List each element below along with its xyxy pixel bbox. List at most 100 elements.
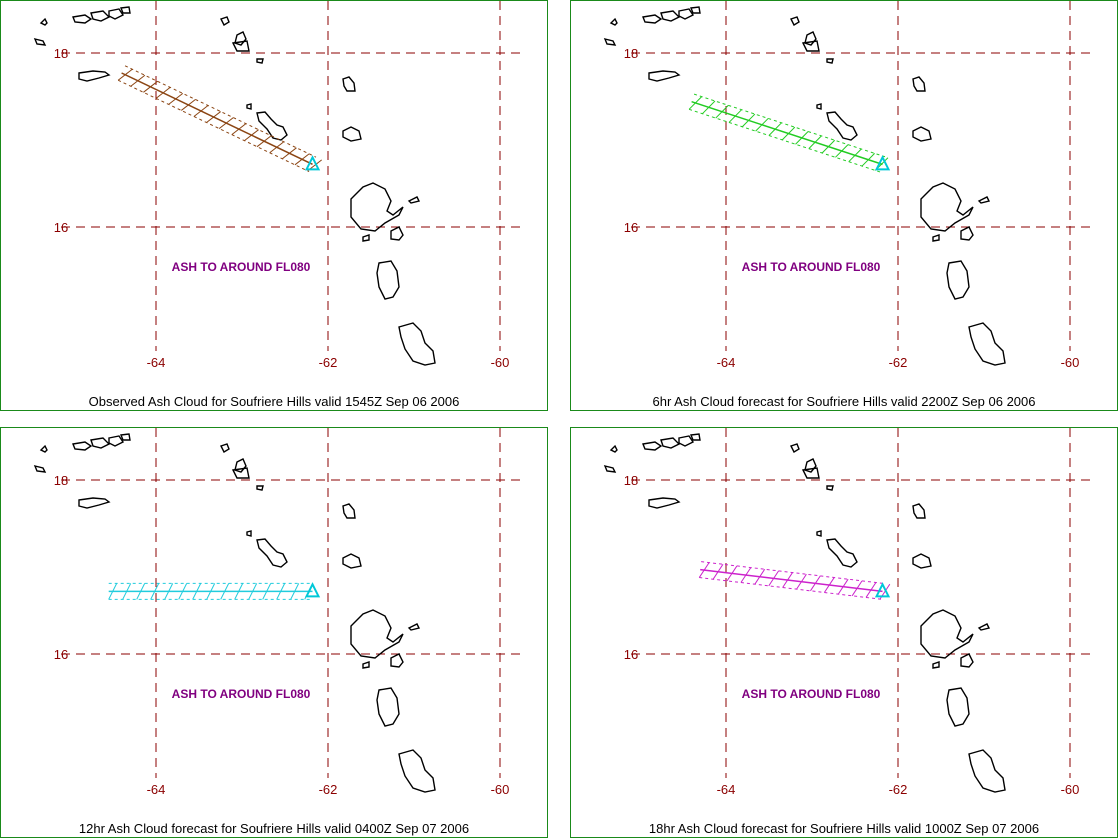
island-outline	[350, 609, 404, 659]
volcano-triangle-icon	[874, 155, 891, 171]
island-outline	[256, 58, 264, 64]
island-outline	[108, 435, 125, 447]
island-outline	[362, 234, 370, 242]
latitude-tick-label: 16	[54, 647, 68, 662]
island-outline	[39, 444, 48, 453]
longitude-tick-label: -62	[319, 355, 338, 370]
latitude-tick-label: 18	[624, 46, 638, 61]
longitude-tick-label: -60	[491, 355, 510, 370]
island-outline	[33, 464, 47, 473]
ash-edge-line	[699, 577, 882, 600]
ash-edge-line	[693, 93, 886, 158]
island-outline	[33, 37, 47, 46]
island-outline	[246, 530, 252, 537]
island-outline	[826, 485, 834, 491]
island-outline	[977, 623, 991, 631]
island-outline	[920, 609, 974, 659]
island-outline	[946, 687, 970, 727]
island-outline	[690, 433, 701, 441]
island-outline	[231, 467, 250, 479]
island-outline	[977, 196, 991, 204]
ash-cloud-band	[108, 582, 314, 600]
island-outline	[342, 76, 356, 92]
longitude-tick-label: -64	[717, 355, 736, 370]
island-outline	[390, 653, 404, 668]
latitude-tick-label: 18	[54, 46, 68, 61]
island-outline	[90, 10, 111, 22]
island-outline	[603, 464, 617, 473]
island-outline	[350, 182, 404, 232]
island-outline	[220, 443, 230, 453]
island-outline	[826, 538, 858, 568]
island-outline	[231, 40, 250, 52]
panel-caption: 18hr Ash Cloud forecast for Soufriere Hi…	[648, 821, 1040, 836]
longitude-tick-label: -64	[147, 355, 166, 370]
island-outline	[39, 17, 48, 26]
island-outline	[342, 126, 362, 142]
island-outline	[256, 111, 288, 141]
island-outline	[609, 444, 618, 453]
latitude-tick-label: 18	[624, 473, 638, 488]
ash-height-annotation: ASH TO AROUND FL080	[172, 687, 311, 701]
panel-caption: 6hr Ash Cloud forecast for Soufriere Hil…	[652, 394, 1036, 409]
volcano-triangle-icon	[304, 582, 321, 598]
latitude-tick-label: 16	[624, 647, 638, 662]
island-outline	[690, 6, 701, 14]
island-outline	[678, 8, 695, 20]
island-outline	[826, 111, 858, 141]
island-outline	[790, 443, 800, 453]
ash-cloud-band	[688, 93, 889, 173]
longitude-tick-label: -62	[319, 782, 338, 797]
island-outline	[220, 16, 230, 26]
latitude-tick-label: 16	[624, 220, 638, 235]
island-outline	[256, 485, 264, 491]
island-outline	[78, 497, 111, 509]
island-outline	[603, 37, 617, 46]
ash-edge-line	[117, 79, 310, 173]
island-outline	[932, 661, 940, 669]
ash-edge-line	[688, 108, 881, 173]
ash-centerline	[691, 101, 883, 166]
island-outline	[912, 76, 926, 92]
ash-height-annotation: ASH TO AROUND FL080	[742, 260, 881, 274]
island-outline	[407, 196, 421, 204]
island-outline	[246, 103, 252, 110]
island-outline	[398, 749, 436, 793]
island-outline	[642, 14, 663, 24]
island-outline	[660, 437, 681, 449]
island-outline	[256, 538, 288, 568]
ash-centerline	[700, 568, 883, 593]
ash-height-annotation: ASH TO AROUND FL080	[172, 260, 311, 274]
island-outline	[660, 10, 681, 22]
island-outline	[120, 6, 131, 14]
longitude-tick-label: -60	[1061, 782, 1080, 797]
island-outline	[912, 553, 932, 569]
island-outline	[376, 687, 400, 727]
island-outline	[790, 16, 800, 26]
island-outline	[78, 70, 111, 82]
volcano-triangle-icon	[874, 582, 891, 598]
island-outline	[90, 437, 111, 449]
island-outline	[968, 322, 1006, 366]
longitude-tick-label: -62	[889, 355, 908, 370]
island-outline	[801, 467, 820, 479]
ash-cloud-band	[117, 65, 323, 173]
island-outline	[642, 441, 663, 451]
island-outline	[398, 322, 436, 366]
ash-centerline	[121, 72, 313, 166]
island-outline	[407, 623, 421, 631]
island-outline	[609, 17, 618, 26]
panel-caption: 12hr Ash Cloud forecast for Soufriere Hi…	[78, 821, 470, 836]
island-outline	[72, 14, 93, 24]
island-outline	[342, 503, 356, 519]
latitude-tick-label: 16	[54, 220, 68, 235]
